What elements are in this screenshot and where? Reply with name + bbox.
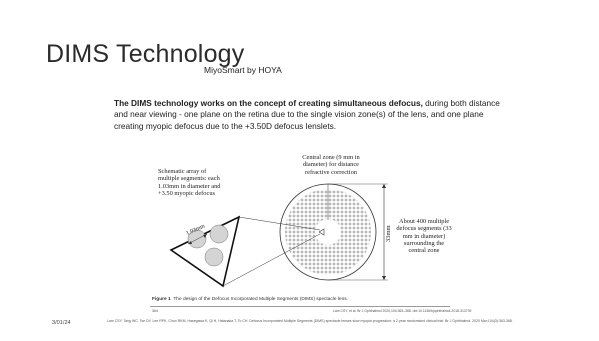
citation-rule [150,306,450,307]
footer-reference: Lam CSY, Tang WC, Tse DY, Lee RPK, Chun … [107,319,513,323]
lens-schematic-diagram: 1.03mm 33mm [169,183,392,288]
dims-lens-figure: 1.03mm 33mm Schematic array of multiple … [152,150,452,315]
footer-date: 3/01/24 [52,320,71,326]
figure-citation: Lam CSY, et al. Br J Ophthalmol 2020;104… [333,309,472,313]
connector-line-bottom [222,233,321,287]
central-zone [315,219,341,245]
page-number: 364 [152,309,158,313]
segment-circle-2 [209,224,229,244]
segments-count-label: About 400 multiple defocus segments (33 … [396,218,452,255]
connector-line-top [238,216,321,231]
figure-caption-label: Figure 1 [152,297,171,302]
slide-title: DIMS Technology [46,40,245,68]
body-rest: during both distance and near viewing - … [114,98,500,131]
central-zone-label: Central zone (9 mm in diameter) for dist… [302,154,360,176]
segments-label: Schematic array of multiple segments: ea… [158,168,221,197]
body-bold-lead: The DIMS technology works on the concept… [114,98,423,108]
figure-caption: Figure 1 The design of the Defocus Incor… [152,297,452,302]
lens-dim-label: 33mm [385,225,392,242]
center-marker [318,228,325,236]
slide-subtitle: MiyoSmart by HOYA [204,65,282,75]
body-paragraph: The DIMS technology works on the concept… [114,98,514,132]
figure-caption-text: The design of the Defocus Incorporated M… [173,297,348,302]
segment-circle-3 [204,247,224,267]
